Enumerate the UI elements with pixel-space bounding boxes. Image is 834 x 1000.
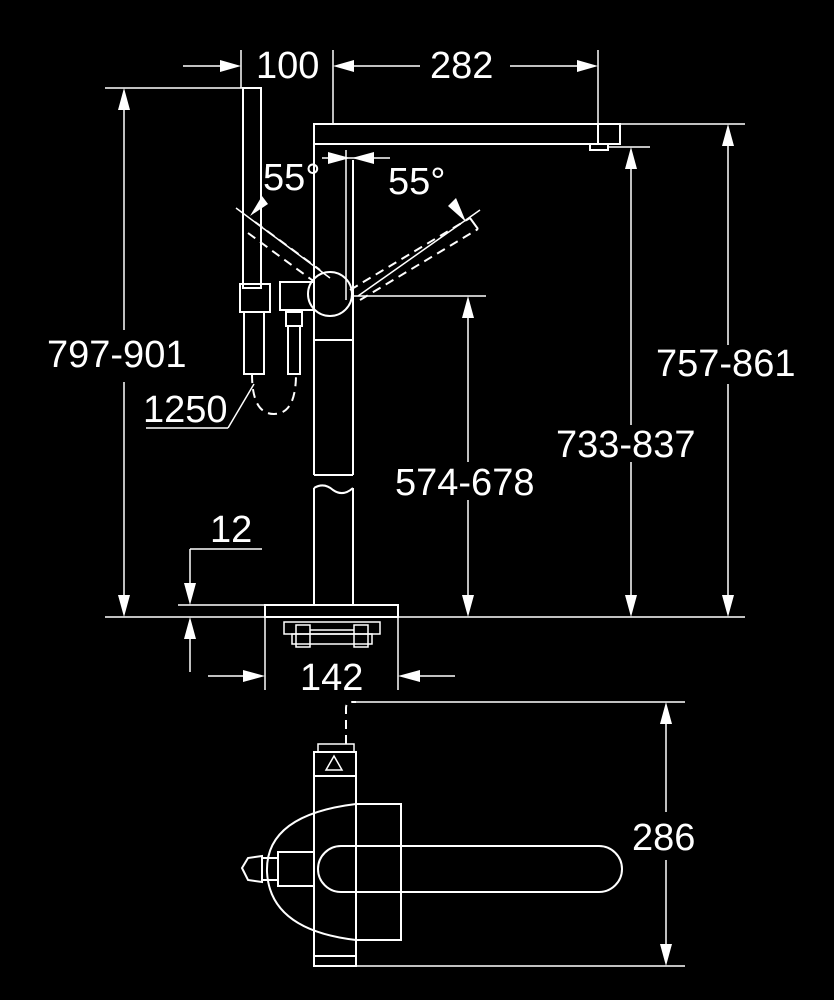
spout-rotated-upper (349, 217, 471, 291)
dim-574-label: 574-678 (395, 462, 534, 504)
top-view: 286 (240, 701, 695, 967)
spout-rotated-tip (469, 217, 479, 230)
base-plate (264, 604, 399, 618)
arrow-100-left (220, 60, 241, 72)
dim-1250-leader (227, 383, 255, 429)
top-column-body (313, 775, 357, 957)
angle-ref-right (357, 209, 481, 297)
arrow-286-bottom (660, 944, 672, 966)
arrow-797-top (118, 88, 130, 110)
hose-loop (251, 373, 297, 416)
dim-286-label: 286 (632, 817, 695, 859)
top-column-marker (324, 754, 344, 771)
top-handle (317, 845, 623, 893)
top-hose-nut (240, 854, 263, 884)
side-view: 100 282 55° 55° 797-901 1250 757-861 (47, 45, 795, 699)
column-break-symbol (313, 484, 354, 494)
arrow-733-bottom (625, 595, 637, 617)
dim-757-label: 757-861 (656, 343, 795, 385)
arrow-142-right (398, 670, 420, 682)
top-rosette (265, 803, 357, 941)
angle-spout-label: 55° (388, 161, 445, 203)
dim-142-label: 142 (300, 657, 363, 699)
angle-handshower-label: 55° (263, 157, 320, 199)
spout-rotated-lower (359, 228, 479, 301)
top-column-foot (313, 955, 357, 967)
arrow-12-bottom (184, 617, 196, 639)
angle-arrow-center-left (328, 152, 350, 164)
arrow-797-bottom (118, 595, 130, 617)
arrow-100-right (333, 60, 354, 72)
dim-797-label: 797-901 (47, 334, 186, 376)
angle-arrow-center-right (352, 152, 374, 164)
hose-outlet (287, 325, 301, 375)
arrow-757-bottom (722, 595, 734, 617)
top-holder (277, 851, 315, 887)
arrow-12-top (184, 583, 196, 605)
arrow-733-top (625, 147, 637, 169)
arrow-282-right (577, 60, 598, 72)
mixer-connector (279, 281, 315, 311)
handshower-grip (243, 311, 265, 375)
angle-arrow-left (250, 196, 268, 216)
top-column-head (313, 751, 357, 777)
spout-arm (313, 123, 621, 145)
top-base-plate (355, 803, 402, 941)
arrow-142-left (243, 670, 265, 682)
dim-12-label: 12 (210, 509, 252, 551)
top-spout-dashed (345, 701, 356, 744)
angle-arrow-right (448, 198, 466, 222)
angle-ref-left (235, 207, 331, 279)
arrow-286-top (660, 702, 672, 724)
top-holder-neck (261, 857, 278, 881)
top-spout-cap (317, 743, 355, 753)
hose-connector (285, 311, 303, 327)
mixer-handle (307, 271, 353, 317)
spout-aerator (589, 143, 609, 151)
dim-100-label: 100 (256, 45, 319, 87)
arrow-574-bottom (462, 595, 474, 617)
arrow-757-top (722, 124, 734, 146)
dim-1250-label: 1250 (143, 389, 228, 431)
mounting-bracket (283, 621, 381, 648)
handshower-rotated-lower (247, 232, 313, 281)
handshower-head (242, 87, 262, 289)
dim-282-label: 282 (430, 45, 493, 87)
arrow-574-top (462, 296, 474, 318)
dim-733-label: 733-837 (556, 424, 695, 466)
